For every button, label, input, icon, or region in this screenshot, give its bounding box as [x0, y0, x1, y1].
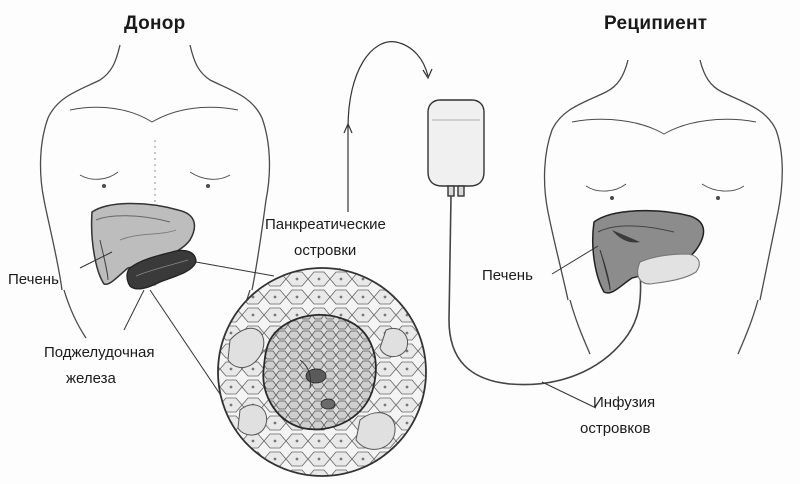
recipient-torso: [543, 59, 783, 355]
islets-label-line1: Панкреатические: [265, 216, 386, 233]
recipient-title: Реципиент: [604, 13, 708, 34]
iv-bag: [427, 99, 485, 197]
recipient-liver: [591, 209, 705, 294]
donor-title: Донор: [124, 13, 186, 34]
pancreas-label-line1: Поджелудочная: [44, 344, 155, 361]
donor-pancreas: [126, 249, 197, 290]
recipient-pancreas: [637, 253, 700, 285]
infusion-label-line1: Инфузия: [593, 394, 656, 411]
infusion-tube: [448, 195, 642, 386]
donor-liver-label: Печень: [8, 271, 59, 288]
magnified-tissue: [217, 267, 427, 477]
transfer-arrow: [343, 41, 433, 212]
donor-torso: [39, 44, 271, 339]
infusion-label-line2: островков: [580, 420, 651, 437]
recipient-liver-label: Печень: [482, 267, 533, 284]
leader-lines: [79, 245, 599, 409]
islets-label-line2: островки: [294, 242, 357, 259]
pancreas-label-line2: железа: [66, 370, 116, 387]
